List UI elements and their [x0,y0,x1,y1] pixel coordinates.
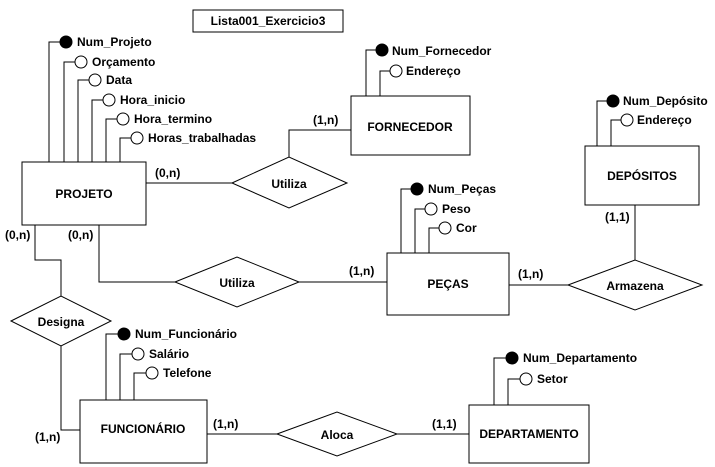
attribute-icon [145,366,159,380]
key-attribute-icon [59,35,73,49]
attribute-icon [74,55,88,69]
entity-projeto-label: PROJETO [55,187,112,201]
cardinalities: (0,n) (1,n) (0,n) (0,n) (1,n) (1,n) (1,1… [5,113,630,444]
diagram-title-text: Lista001_Exercicio3 [211,14,326,28]
attribute-hora-inicio: Hora_inicio [120,93,185,107]
cardinality-pecas-armazena: (1,n) [518,267,543,281]
entity-funcionario-label: FUNCIONÁRIO [101,421,186,436]
cardinality-funcionario-aloca: (1,n) [213,417,238,431]
entity-funcionario: FUNCIONÁRIO [79,399,208,464]
attribute-endereco-deposito: Endereço [637,113,692,127]
cardinality-projeto-designa: (0,n) [5,228,30,242]
entity-pecas: PEÇAS [386,252,510,316]
key-attribute-icon [606,94,620,108]
cardinality-pecas-utiliza: (1,n) [349,264,374,278]
cardinality-projeto-utiliza-pecas: (0,n) [68,228,93,242]
relationship-aloca-label: Aloca [321,428,354,442]
key-attribute-icon [375,43,389,57]
entity-depositos-label: DEPÓSITOS [607,168,677,183]
attribute-num-departamento: Num_Departamento [523,351,637,365]
attribute-setor: Setor [537,372,568,386]
relationship-designa-label: Designa [38,315,85,329]
key-attribute-icon [410,182,424,196]
key-attribute-icon [505,351,519,365]
attribute-endereco-fornecedor: Endereço [406,64,461,78]
entity-departamento-label: DEPARTAMENTO [479,427,578,441]
attribute-num-deposito: Num_Depósito [623,94,708,108]
attribute-icon [131,347,145,361]
relationship-utiliza-pecas: Utiliza [173,256,301,308]
entity-depositos: DEPÓSITOS [584,145,700,206]
attributes-pecas: Num_Peças Peso Cor [410,182,496,235]
attribute-icon [424,202,438,216]
attribute-icon [130,131,144,145]
diagram-title: Lista001_Exercicio3 [192,9,344,33]
attribute-icon [389,64,403,78]
attribute-peso: Peso [442,202,471,216]
attribute-orcamento: Orçamento [92,55,155,69]
attribute-num-pecas: Num_Peças [428,182,496,196]
relationship-aloca: Aloca [275,411,399,457]
attributes-funcionario: Num_Funcionário Salário Telefone [117,327,237,380]
relationship-armazena: Armazena [566,259,704,311]
connector-lines [34,41,636,435]
attribute-icon [620,113,634,127]
attribute-hora-termino: Hora_termino [134,112,212,126]
cardinality-projeto-utiliza-fornecedor: (0,n) [155,166,180,180]
cardinality-depositos-armazena: (1,1) [605,210,630,224]
cardinality-fornecedor-utiliza: (1,n) [313,113,338,127]
attribute-data: Data [106,73,132,87]
attribute-num-projeto: Num_Projeto [77,35,152,49]
relationship-utiliza-pecas-label: Utiliza [219,276,255,290]
attribute-icon [438,221,452,235]
attribute-cor: Cor [456,221,477,235]
entity-fornecedor: FORNECEDOR [350,95,471,156]
entity-projeto: PROJETO [21,161,147,226]
attribute-telefone: Telefone [163,366,212,380]
relationship-designa: Designa [9,295,113,347]
attributes-depositos: Num_Depósito Endereço [606,94,708,127]
attribute-num-funcionario: Num_Funcionário [135,327,237,341]
attribute-icon [88,73,102,87]
cardinality-departamento-aloca: (1,1) [432,417,457,431]
attribute-icon [519,372,533,386]
attribute-icon [102,93,116,107]
attribute-salario: Salário [149,347,189,361]
entity-departamento: DEPARTAMENTO [468,404,590,464]
attribute-icon [116,112,130,126]
relationship-utiliza-fornecedor: Utiliza [230,156,349,209]
entity-pecas-label: PEÇAS [427,277,468,291]
key-attribute-icon [117,327,131,341]
attributes-departamento: Num_Departamento Setor [505,351,637,386]
cardinality-funcionario-designa: (1,n) [35,430,60,444]
attributes-fornecedor: Num_Fornecedor Endereço [375,43,492,78]
attribute-num-fornecedor: Num_Fornecedor [392,44,492,58]
entity-fornecedor-label: FORNECEDOR [367,120,453,134]
attributes-projeto: Num_Projeto Orçamento Data Hora_inicio H… [59,35,256,145]
attribute-horas-trabalhadas: Horas_trabalhadas [148,131,256,145]
relationship-utiliza-fornecedor-label: Utiliza [271,177,307,191]
relationship-armazena-label: Armazena [606,279,664,293]
